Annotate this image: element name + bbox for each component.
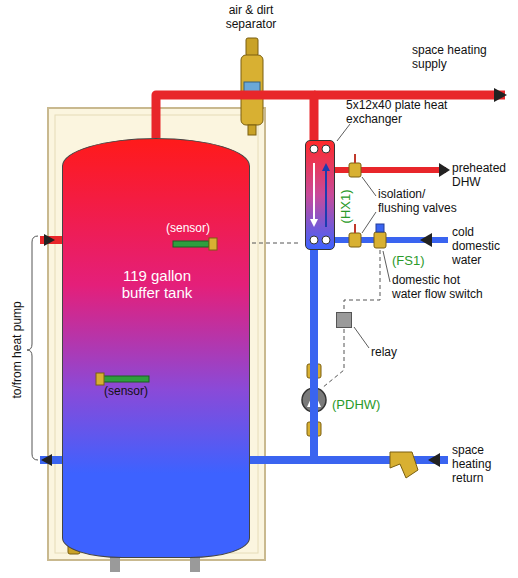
plate-heat-exchanger: 5x12x40 plate heat exchanger(HX1) xyxy=(305,140,335,250)
pipe-line xyxy=(250,250,314,460)
component-detail xyxy=(306,141,336,251)
tank-label: 119 gallon buffer tank xyxy=(107,267,207,302)
relay-box: relay xyxy=(336,312,352,328)
buffer-tank: 119 gallon buffer tank xyxy=(62,138,250,558)
component-label: 5x12x40 plate heat exchanger xyxy=(346,99,456,127)
sensor-label: (sensor) xyxy=(166,222,226,236)
flow-label: preheated DHW xyxy=(452,162,514,190)
flow-label: space heating return xyxy=(452,444,514,485)
sensor-label: (sensor) xyxy=(104,385,164,399)
pipe-connector xyxy=(250,250,314,460)
component-label: domestic hot water flow switch xyxy=(392,274,492,302)
component-label: relay xyxy=(371,346,411,360)
callout-number: (HX1) xyxy=(339,181,354,231)
flow-label: space heating supply xyxy=(412,44,508,72)
pipe-line xyxy=(156,95,314,140)
bracket-label: to/from heat pump xyxy=(11,285,25,415)
callout-number: (PDHW) xyxy=(332,398,392,413)
pipe-connector xyxy=(156,95,314,140)
component-label: isolation/ flushing valves xyxy=(378,188,468,216)
callout-number: (FS1) xyxy=(392,254,442,269)
flow-label: cold domestic water xyxy=(452,226,514,267)
component-label: air & dirt separator xyxy=(206,4,296,32)
component-detail xyxy=(63,139,251,559)
